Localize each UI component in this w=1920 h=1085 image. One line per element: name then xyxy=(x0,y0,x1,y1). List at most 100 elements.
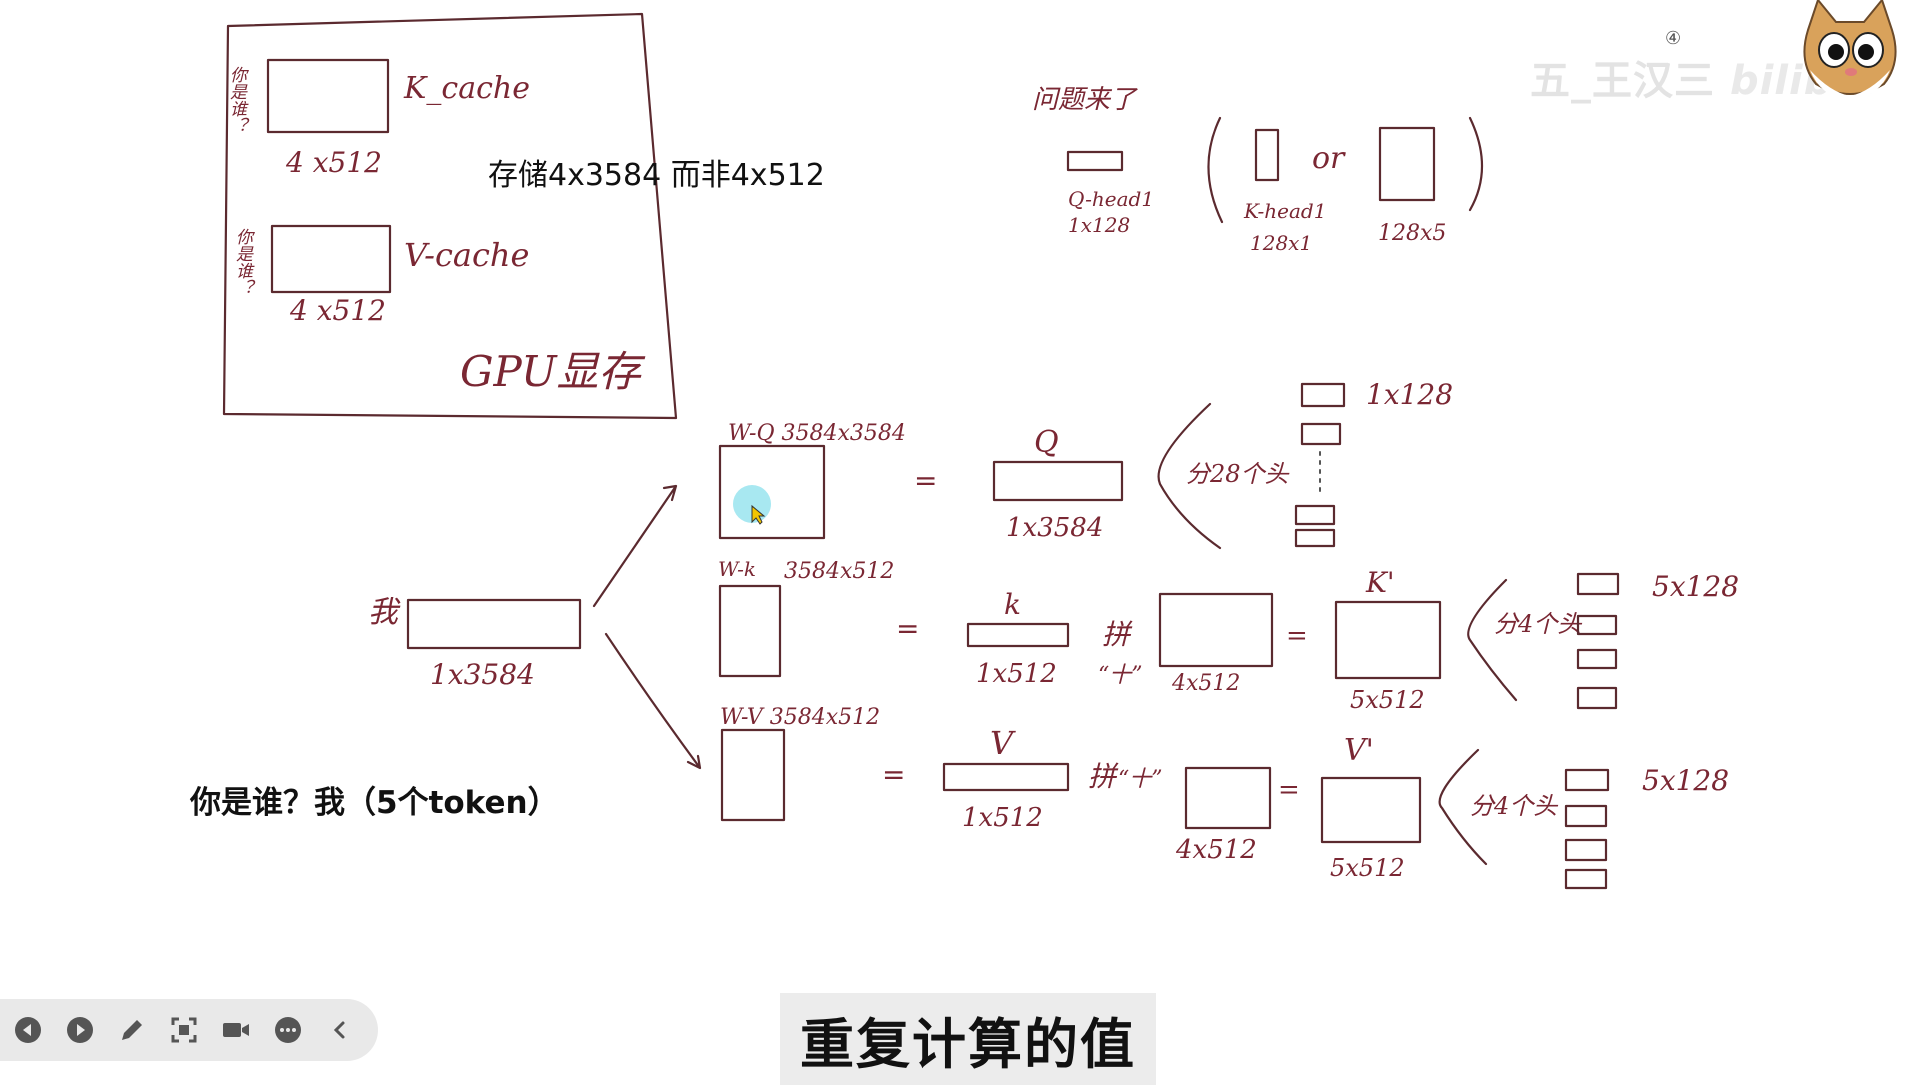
wv-eq: = xyxy=(882,758,905,791)
v-split-bracket xyxy=(1438,748,1488,866)
wq-row: W-Q 3584x3584 = Q 1x3584 分28个头 1x128 xyxy=(718,378,1453,550)
q-split-bracket xyxy=(1157,402,1222,550)
v-concat: 拼 xyxy=(1088,760,1119,793)
v-cache-rect xyxy=(270,224,392,294)
play-button[interactable] xyxy=(62,1012,98,1048)
right-paren xyxy=(1468,116,1484,212)
wk-eq: = xyxy=(896,612,919,645)
k-head-box-1 xyxy=(1576,572,1620,596)
cat-mascot-icon xyxy=(1803,0,1897,102)
q-head-box-3 xyxy=(1294,504,1336,526)
kp-dim: 5x512 xyxy=(1350,686,1425,714)
v-question: 你是谁？ xyxy=(232,228,253,296)
channel-name: 五_王汉三 xyxy=(1530,58,1715,104)
v-head-box-4 xyxy=(1564,868,1608,890)
k-cache-matrix xyxy=(1158,592,1274,668)
camera-icon xyxy=(223,1023,249,1037)
vp-label: V' xyxy=(1344,733,1374,768)
v-cache-dim: 4x512 xyxy=(1175,835,1257,865)
k-eq2: = xyxy=(1286,621,1308,651)
subtitle-caption: 重复计算的值 xyxy=(780,993,1156,1085)
q-vector-rect xyxy=(992,460,1124,502)
wq-matrix-rect xyxy=(718,444,826,540)
k-split-label: 分4个头 xyxy=(1494,610,1582,638)
input-vector-rect xyxy=(406,598,582,650)
focus-icon xyxy=(171,1017,197,1043)
wk-label: W-k xyxy=(718,557,756,581)
brand-logo: 五_王汉三 bilibili xyxy=(1530,0,1920,110)
k-label: k xyxy=(1004,588,1021,621)
input-token: 我 1x3584 xyxy=(368,484,702,770)
k-concat: 拼 xyxy=(1102,618,1133,651)
k-head2-dim: 128x5 xyxy=(1378,221,1446,246)
v-label: V xyxy=(990,724,1016,762)
q-head-rect xyxy=(1066,150,1124,172)
k-split-bracket xyxy=(1467,578,1518,702)
q-split-label: 分28个头 xyxy=(1186,460,1290,488)
v-quote: “十” xyxy=(1118,767,1163,792)
play-icon xyxy=(67,1017,93,1043)
v-head-box-3 xyxy=(1564,838,1608,862)
wq-eq: = xyxy=(914,464,937,497)
q-head-dim: 1x128 xyxy=(1366,378,1453,411)
v-head-dim: 5x128 xyxy=(1642,764,1729,797)
storage-note: 存储4x3584 而非4x512 xyxy=(488,158,825,193)
who-tokens-note: 你是谁？我（5个token） xyxy=(190,785,559,821)
collapse-button[interactable] xyxy=(322,1012,358,1048)
k-cache-dim: 4 x512 xyxy=(285,146,382,179)
v-dim: 1x512 xyxy=(962,803,1043,833)
kp-label: K' xyxy=(1365,566,1395,599)
more-icon xyxy=(275,1017,301,1043)
cursor-icon xyxy=(751,504,766,525)
arrow-to-wv xyxy=(604,632,702,770)
prev-icon xyxy=(15,1017,41,1043)
k-head-dim: 128x1 xyxy=(1250,231,1312,255)
q-label: Q xyxy=(1034,425,1059,460)
k-head-label: K-head1 xyxy=(1243,199,1326,223)
k-head2-rect xyxy=(1378,126,1436,202)
k-quote: “十” xyxy=(1098,663,1143,688)
wv-row: W-V 3584x512 = V 1x512 拼 “十” 4x512 = V' … xyxy=(720,705,1729,890)
q-head-box-1 xyxy=(1300,382,1346,408)
k-cache-dim: 4x512 xyxy=(1171,671,1240,696)
q-dim: 1x3584 xyxy=(1006,513,1103,543)
k-head-dim: 5x128 xyxy=(1652,570,1739,603)
collapse-icon xyxy=(333,1021,345,1039)
k-head-rect xyxy=(1254,128,1280,182)
wk-row: W-k 3584x512 = k 1x512 拼 “十” 4x512 = K' … xyxy=(718,557,1739,714)
focus-button[interactable] xyxy=(166,1012,202,1048)
wq-label: W-Q 3584x3584 xyxy=(728,421,906,446)
prev-button[interactable] xyxy=(10,1012,46,1048)
more-button[interactable] xyxy=(270,1012,306,1048)
wk-matrix-rect xyxy=(718,584,782,678)
gpu-memory-title: GPU显存 xyxy=(460,347,645,396)
vp-matrix-rect xyxy=(1320,776,1422,844)
or-word: or xyxy=(1312,141,1346,176)
wv-label: W-V 3584x512 xyxy=(720,705,880,730)
k-question: 你是谁？ xyxy=(226,66,247,134)
v-split-label: 分4个头 xyxy=(1470,792,1558,820)
k-dim: 1x512 xyxy=(976,659,1057,689)
problem-section: 问题来了 Q-head1 1x128 or K-head1 128x1 128x… xyxy=(1032,85,1484,255)
input-dim: 1x3584 xyxy=(430,658,535,691)
k-vector-rect xyxy=(966,622,1070,648)
problem-title: 问题来了 xyxy=(1032,85,1138,115)
v-cache-label: V-cache xyxy=(404,236,529,274)
v-cache-dim: 4 x512 xyxy=(289,294,386,327)
q-head-box-4 xyxy=(1294,528,1336,548)
k-head-box-4 xyxy=(1576,686,1618,710)
v-head-box-1 xyxy=(1564,768,1610,792)
v-head-box-2 xyxy=(1564,804,1608,828)
presentation-toolbar xyxy=(0,999,378,1061)
v-vector-rect xyxy=(942,762,1070,792)
page-number: ④ xyxy=(1665,28,1682,49)
kp-matrix-rect xyxy=(1334,600,1442,680)
arrow-to-wq xyxy=(592,484,678,608)
left-paren xyxy=(1207,116,1224,224)
pen-button[interactable] xyxy=(114,1012,150,1048)
pen-icon xyxy=(122,1020,142,1040)
vp-dim: 5x512 xyxy=(1330,854,1405,882)
k-head-box-3 xyxy=(1576,648,1618,670)
camera-button[interactable] xyxy=(218,1012,254,1048)
